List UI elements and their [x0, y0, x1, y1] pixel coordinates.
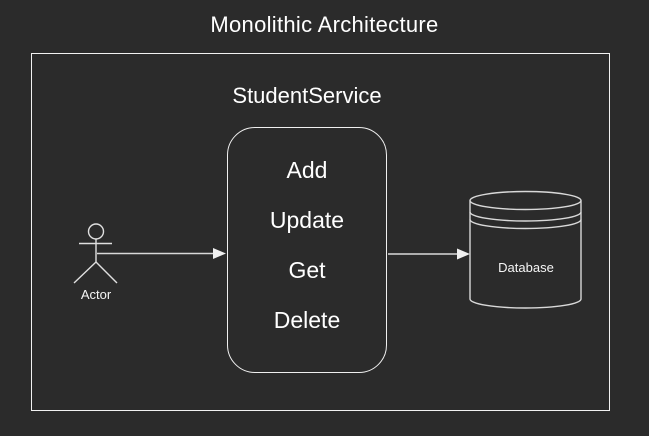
operation-add: Add — [286, 157, 328, 183]
service-operations-box: Add Update Get Delete — [227, 127, 387, 373]
monolith-boundary-box — [31, 53, 610, 411]
service-title: StudentService — [232, 83, 382, 108]
operation-update: Update — [269, 207, 345, 233]
diagram-title: Monolithic Architecture — [210, 12, 439, 37]
actor-label: Actor — [80, 287, 112, 302]
database-label: Database — [498, 260, 554, 275]
operation-get: Get — [288, 257, 326, 283]
operation-delete: Delete — [273, 307, 341, 333]
